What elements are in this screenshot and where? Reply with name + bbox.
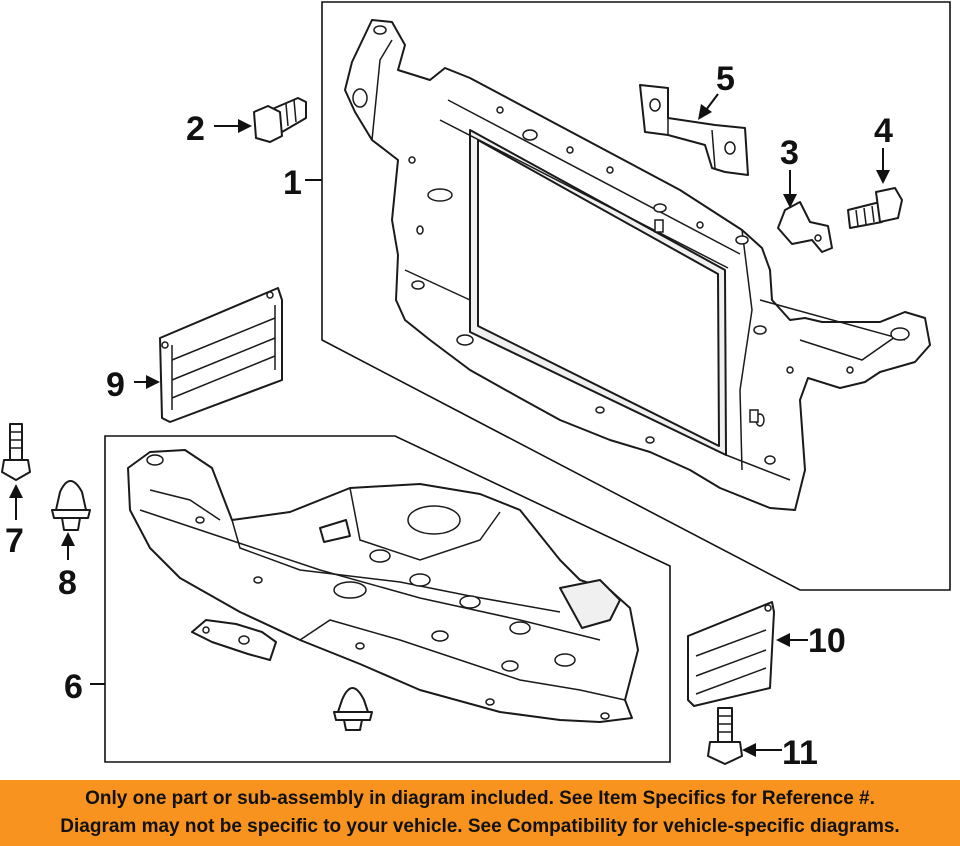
upper-bracket	[639, 84, 749, 176]
callout-11: 11	[782, 734, 818, 772]
callout-10: 10	[808, 622, 846, 660]
assembly-frame-6	[104, 435, 671, 763]
callout-8: 8	[58, 564, 77, 602]
radiator-support	[344, 19, 931, 511]
callout-1: 1	[283, 164, 302, 202]
assembly-frame-1	[321, 1, 951, 591]
leader-lines	[9, 93, 890, 757]
bolt-7	[1, 423, 31, 481]
callout-5: 5	[716, 60, 735, 98]
engine-under-cover	[127, 449, 639, 723]
bolt-2	[253, 97, 307, 143]
air-guide-right	[687, 601, 775, 707]
callout-9: 9	[106, 366, 125, 404]
clip-8	[51, 480, 91, 531]
callout-2: 2	[186, 110, 205, 148]
callout-3: 3	[780, 134, 799, 172]
bolt-4	[847, 187, 903, 229]
callout-4: 4	[874, 112, 893, 150]
callout-7: 7	[5, 522, 24, 560]
cover-bracket	[191, 619, 277, 661]
parts-diagram: 1 2 3 4 5 6 7 8 9 10 11	[1, 1, 951, 772]
disclaimer-banner: Only one part or sub-assembly in diagram…	[0, 780, 960, 846]
cover-clip	[333, 687, 373, 731]
air-guide-left	[159, 287, 283, 423]
callout-6: 6	[64, 668, 83, 706]
bolt-11	[707, 707, 743, 765]
small-bracket	[777, 201, 833, 253]
disclaimer-line-1: Only one part or sub-assembly in diagram…	[85, 788, 875, 809]
disclaimer-line-2: Diagram may not be specific to your vehi…	[60, 816, 900, 837]
